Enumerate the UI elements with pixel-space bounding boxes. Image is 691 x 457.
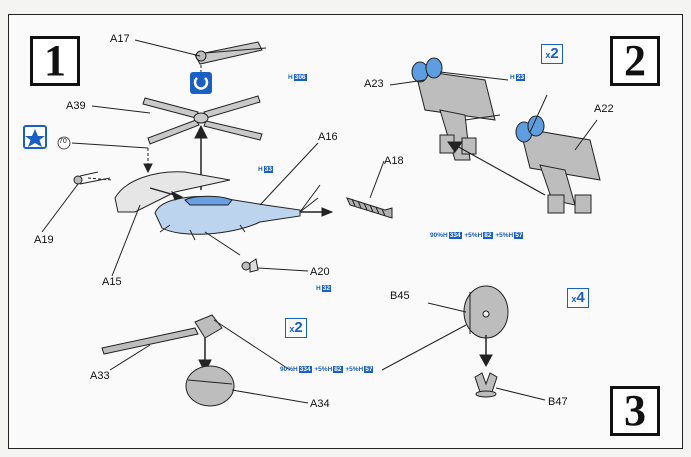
part-a23-launcher xyxy=(411,57,501,161)
rotate-icon xyxy=(190,72,212,94)
label-a23: A23 xyxy=(364,78,384,90)
part-b45-radar xyxy=(463,285,509,339)
part-a22-launcher xyxy=(515,115,601,214)
part-b47-mount xyxy=(474,372,498,398)
callout-circle xyxy=(57,136,71,150)
multiplier-x2-step2: x2 xyxy=(541,44,563,64)
label-b45: B45 xyxy=(390,290,410,302)
label-b47: B47 xyxy=(548,396,568,408)
star-icon xyxy=(23,125,47,149)
part-a17-tail-rotor xyxy=(194,41,267,65)
instruction-sheet xyxy=(8,14,683,449)
label-a15: A15 xyxy=(102,276,122,288)
label-a18: A18 xyxy=(384,155,404,167)
label-a39: A39 xyxy=(66,100,86,112)
label-a20: A20 xyxy=(310,266,330,278)
part-a34-turret xyxy=(185,365,235,407)
part-a18-stabilizer xyxy=(346,197,393,219)
label-a33: A33 xyxy=(90,370,110,382)
part-a33-gun xyxy=(101,314,223,355)
step-3-box: 3 xyxy=(610,386,660,436)
step-2-box: 2 xyxy=(610,36,660,86)
label-a34: A34 xyxy=(310,398,330,410)
label-a17: A17 xyxy=(110,33,130,45)
multiplier-x4-step3: x4 xyxy=(567,288,589,308)
part-helicopter-body xyxy=(154,184,334,241)
multiplier-x2-step3: x2 xyxy=(285,318,307,338)
part-a19-small xyxy=(73,171,113,185)
label-a22: A22 xyxy=(594,103,614,115)
label-a19: A19 xyxy=(34,234,54,246)
part-a39-main-rotor xyxy=(142,95,263,145)
part-a15-fairing xyxy=(114,171,231,213)
callout-70: 70 xyxy=(59,138,67,145)
part-a20-step xyxy=(204,231,259,273)
label-a16: A16 xyxy=(318,131,338,143)
step-1-box: 1 xyxy=(30,36,80,86)
